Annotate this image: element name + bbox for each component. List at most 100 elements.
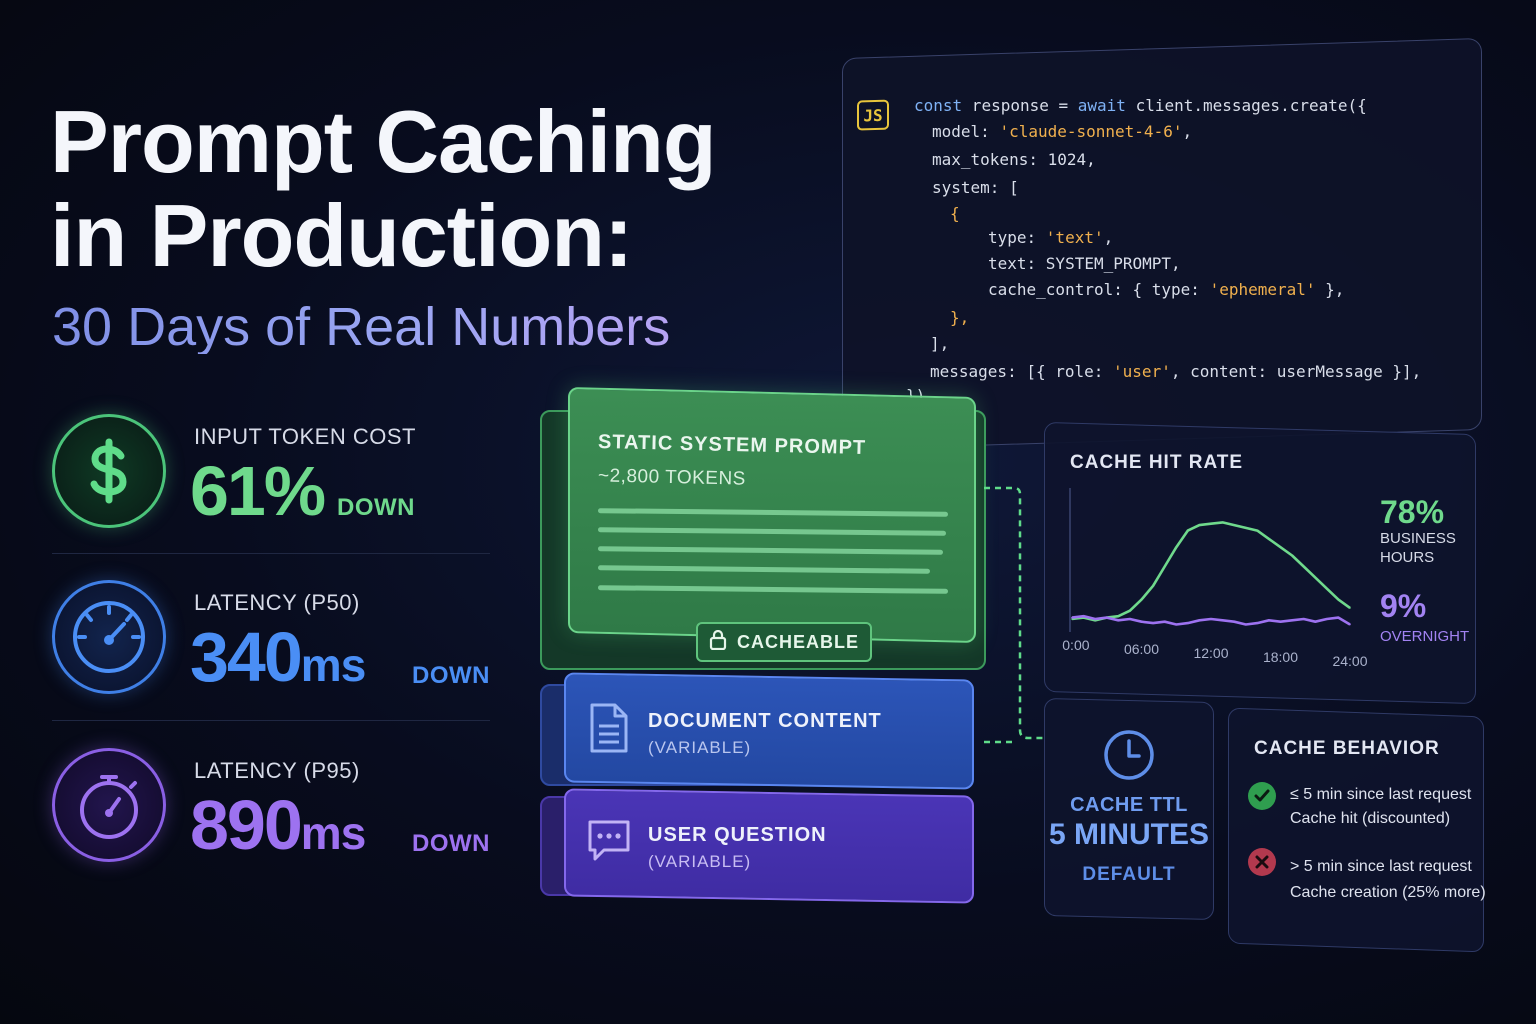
code-keyword: await: [1077, 96, 1126, 115]
metric-input-token-cost-value: 61%: [190, 452, 326, 530]
behavior-hit-condition: ≤ 5 min since last request: [1290, 786, 1472, 803]
chart-point: [1279, 620, 1282, 623]
chart-x-tick-label: 12:00: [1193, 645, 1228, 661]
cache-ttl-value: 5 MINUTES: [1048, 818, 1210, 851]
metric-latency-p95-trend: DOWN: [412, 830, 490, 857]
chart-point: [1256, 622, 1259, 624]
code-string: 'claude-sonnet-4-6': [999, 122, 1183, 141]
chart-point: [1326, 587, 1328, 590]
code-text: },: [1315, 280, 1345, 299]
metric-latency-p50-trend: DOWN: [412, 662, 490, 689]
clock-icon: [1102, 728, 1156, 787]
chart-point: [1314, 576, 1317, 579]
behavior-hit-result: Cache hit (discounted): [1290, 810, 1451, 827]
chart-point: [1187, 622, 1189, 624]
code-text: ,: [1182, 122, 1193, 141]
overnight-label: OVERNIGHT: [1380, 628, 1470, 645]
code-text: client.messages.create({: [1125, 96, 1367, 115]
dollar-icon: [52, 414, 166, 528]
chart-point: [1175, 623, 1178, 626]
chart-series-group: [1071, 521, 1351, 626]
metric-latency-p95-unit: ms: [300, 807, 366, 859]
chart-point: [1302, 618, 1305, 620]
page-title-line-2: in Production:: [50, 186, 633, 285]
chart-point: [1221, 521, 1224, 524]
user-question-sub: (VARIABLE): [648, 852, 752, 871]
chart-point: [1233, 620, 1235, 623]
chart-point: [1175, 546, 1178, 548]
chart-point: [1198, 619, 1201, 622]
chart-point: [1349, 623, 1351, 626]
chart-point: [1187, 529, 1189, 532]
metric-divider: [52, 720, 490, 721]
speedometer-icon: [52, 580, 166, 694]
chart-point: [1071, 616, 1073, 619]
chart-point: [1117, 619, 1120, 622]
code-text: ,: [1103, 228, 1114, 247]
metric-latency-p95-label: LATENCY (P95): [194, 758, 360, 783]
stopwatch-icon: [52, 748, 166, 862]
cache-connector-line: [984, 486, 1046, 744]
metric-latency-p95-number: 890: [190, 786, 303, 864]
overnight-value: 9%: [1380, 588, 1427, 624]
chart-point: [1094, 618, 1096, 620]
chart-point: [1082, 615, 1085, 617]
chart-point: [1337, 616, 1340, 619]
chart-point: [1279, 546, 1282, 548]
cache-behavior-title: CACHE BEHAVIOR: [1254, 738, 1440, 759]
code-string: 'text': [1045, 228, 1104, 247]
chart-point: [1210, 522, 1212, 525]
code-line-5: {: [950, 204, 960, 223]
chart-point: [1291, 619, 1293, 622]
code-text: , content: userMessage }],: [1170, 362, 1422, 381]
chart-point: [1302, 565, 1305, 568]
chart-point: [1198, 524, 1201, 526]
code-line-7: text: SYSTEM_PROMPT,: [988, 254, 1181, 273]
chart-point: [1244, 527, 1247, 529]
chart-point: [1221, 619, 1224, 622]
metric-latency-p50-number: 340: [190, 618, 303, 696]
document-content-title: DOCUMENT CONTENT: [648, 710, 882, 732]
chart-x-tick-label: 00:00: [1062, 637, 1090, 653]
x-icon: [1248, 848, 1276, 876]
behavior-miss-result: Cache creation (25% more): [1290, 884, 1486, 901]
code-string: 'ephemeral': [1209, 280, 1316, 299]
code-line-11: messages: [{ role: 'user', content: user…: [930, 364, 1421, 380]
code-line-2: model: 'claude-sonnet-4-6',: [932, 124, 1192, 140]
cache-hit-rate-title: CACHE HIT RATE: [1070, 452, 1244, 473]
code-line-6: type: 'text',: [988, 230, 1113, 246]
chart-point: [1314, 620, 1317, 623]
cache-ttl-label: CACHE TTL: [1070, 794, 1188, 816]
metric-latency-p50-label: LATENCY (P50): [194, 590, 360, 615]
chart-point: [1256, 529, 1259, 532]
chart-point: [1233, 524, 1235, 526]
code-string: 'user': [1113, 362, 1171, 381]
chart-point: [1337, 598, 1340, 601]
metric-latency-p95-value: 890ms: [190, 790, 366, 860]
metric-latency-p50-value: 340ms: [190, 622, 366, 692]
code-keyword: const: [914, 96, 963, 115]
code-text: response =: [962, 96, 1078, 115]
chart-series-line-0: [1071, 521, 1351, 622]
page-subtitle: 30 Days of Real Numbers: [52, 297, 671, 357]
chart-point: [1152, 585, 1154, 587]
chart-point: [1210, 618, 1212, 620]
behavior-miss-condition: > 5 min since last request: [1290, 858, 1472, 875]
document-icon: [588, 702, 630, 759]
chart-point: [1244, 623, 1247, 626]
chart-point: [1349, 607, 1351, 609]
metric-input-token-cost-label: INPUT TOKEN COST: [194, 424, 416, 449]
metric-latency-p50-unit: ms: [300, 639, 366, 691]
metric-input-token-cost-trend: DOWN: [337, 494, 415, 521]
chart-point: [1117, 615, 1120, 617]
code-line-1: const response = await client.messages.c…: [914, 98, 1367, 114]
document-content-sub: (VARIABLE): [648, 738, 752, 757]
cacheable-badge: CACHEABLE: [696, 622, 872, 662]
chart-point: [1268, 619, 1270, 622]
chart-x-tick-label: 24:00: [1332, 653, 1367, 669]
javascript-badge: JS: [857, 99, 889, 131]
chat-bubble-icon: [586, 818, 632, 869]
business-hours-value: 78%: [1380, 494, 1445, 530]
